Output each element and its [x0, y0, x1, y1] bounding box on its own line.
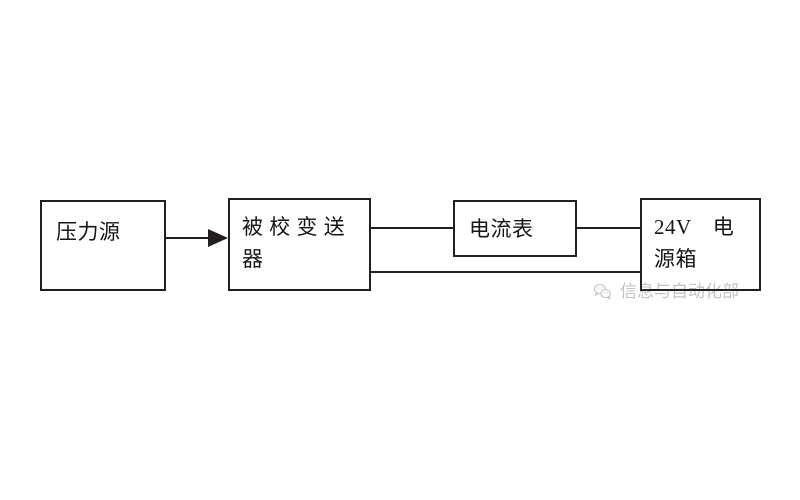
block-label-power-supply: 24V 电 源箱: [654, 214, 735, 271]
diagram-block-pressure-source: 压力源: [40, 200, 166, 291]
block-label-transmitter: 被 校 变 送 器: [242, 214, 346, 271]
wechat-icon: [593, 283, 612, 300]
diagram-block-transmitter: 被 校 变 送 器: [228, 198, 371, 291]
block-label-ammeter: 电流表: [469, 216, 534, 241]
connector-ammeter-to-power-supply: [576, 227, 641, 229]
diagram-block-ammeter: 电流表: [453, 200, 577, 257]
block-label-pressure-source: 压力源: [56, 219, 121, 244]
connector-source-to-transmitter: [166, 237, 222, 239]
diagram-block-power-supply: 24V 电 源箱: [640, 198, 761, 291]
connector-transmitter-to-power-supply-return: [370, 271, 641, 273]
arrow-head-icon: [208, 229, 228, 247]
connector-transmitter-to-ammeter: [370, 227, 454, 229]
